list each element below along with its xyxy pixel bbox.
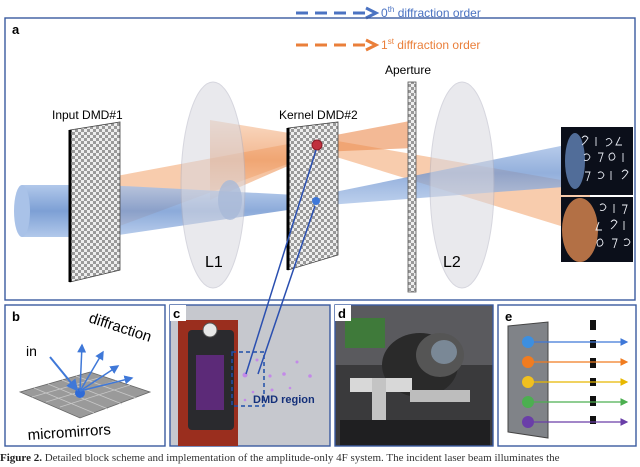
panel-e: e bbox=[497, 304, 637, 447]
output-zeroth-beam-end bbox=[565, 133, 585, 189]
legend-zeroth-label: 0th diffraction order bbox=[381, 5, 481, 20]
dot-green bbox=[522, 396, 534, 408]
panel-d-border bbox=[334, 304, 494, 447]
output-zeroth-digits bbox=[581, 135, 629, 182]
aperture bbox=[407, 81, 417, 293]
legend: 0th diffraction order 1st diffraction or… bbox=[296, 5, 481, 52]
legend-first-arrow-icon bbox=[365, 38, 380, 52]
dmd-region-label: DMD region bbox=[253, 394, 315, 406]
label-micromirrors: micromirrors bbox=[27, 421, 111, 444]
panel-d-tag-bg bbox=[335, 305, 351, 321]
kernel-dmd-label: Kernel DMD#2 bbox=[279, 108, 358, 122]
panel-c: DMD region c bbox=[169, 304, 331, 447]
optical-table bbox=[340, 420, 490, 446]
aperture-label: Aperture bbox=[385, 63, 431, 77]
mount-screw-icon bbox=[202, 322, 218, 338]
panel-b: b in diffraction micromirrors bbox=[4, 304, 166, 447]
optical-post bbox=[410, 390, 470, 402]
dot-yellow bbox=[522, 376, 534, 388]
input-dmd-label: Input DMD#1 bbox=[52, 108, 123, 122]
lens-glass bbox=[431, 340, 457, 364]
panel-e-tag: e bbox=[505, 309, 512, 324]
panel-c-tag: c bbox=[173, 306, 180, 321]
circuit-board bbox=[345, 318, 385, 348]
panel-c-tag-bg bbox=[170, 305, 186, 321]
lens-l1-label: L1 bbox=[205, 254, 223, 271]
caption-text: Detailed block scheme and implementation… bbox=[41, 452, 560, 464]
output-first-beam-end bbox=[562, 198, 598, 262]
incident-ray bbox=[49, 356, 79, 392]
panel-c-border bbox=[169, 304, 331, 447]
diffracted-ray-3 bbox=[79, 365, 120, 392]
panel-d-tag: d bbox=[338, 306, 346, 321]
orange-beam-blocked bbox=[320, 120, 415, 152]
panel-d: d bbox=[334, 304, 494, 447]
panel-a: a Input DMD#1 L1 Kernel DMD#2 Aperture L… bbox=[4, 17, 636, 301]
input-dmd bbox=[69, 121, 121, 283]
label-in: in bbox=[26, 343, 37, 359]
diffracted-ray-2 bbox=[79, 350, 104, 392]
panel-b-tag: b bbox=[12, 309, 20, 324]
dmd-region-box bbox=[231, 351, 265, 407]
caption-label: Figure 2. bbox=[0, 452, 42, 464]
legend-zeroth-arrow-icon bbox=[365, 6, 380, 20]
panel-a-tag: a bbox=[12, 22, 20, 37]
blue-beam-start bbox=[14, 185, 30, 237]
lens-l2-label: L2 bbox=[443, 254, 461, 271]
lens-l1 bbox=[180, 81, 246, 289]
kernel-zeroth-order-spot bbox=[312, 197, 320, 205]
figure-canvas: 0th diffraction order 1st diffraction or… bbox=[4, 5, 637, 447]
lens-l2 bbox=[429, 81, 495, 289]
legend-first-label: 1st diffraction order bbox=[381, 37, 480, 52]
dot-purple bbox=[522, 416, 534, 428]
dot-blue bbox=[522, 336, 534, 348]
dmd-chip bbox=[196, 355, 224, 410]
diffracted-ray-4 bbox=[79, 375, 134, 392]
panel-a-border bbox=[4, 17, 636, 301]
diffracted-ray-1 bbox=[77, 343, 87, 392]
kernel-first-order-spot bbox=[311, 139, 323, 151]
output-first-digits bbox=[595, 203, 631, 249]
zoom-line-2 bbox=[257, 205, 316, 375]
dot-orange bbox=[522, 356, 534, 368]
figure-caption: Figure 2. Detailed block scheme and impl… bbox=[0, 449, 640, 467]
zoom-line-1 bbox=[245, 149, 317, 375]
